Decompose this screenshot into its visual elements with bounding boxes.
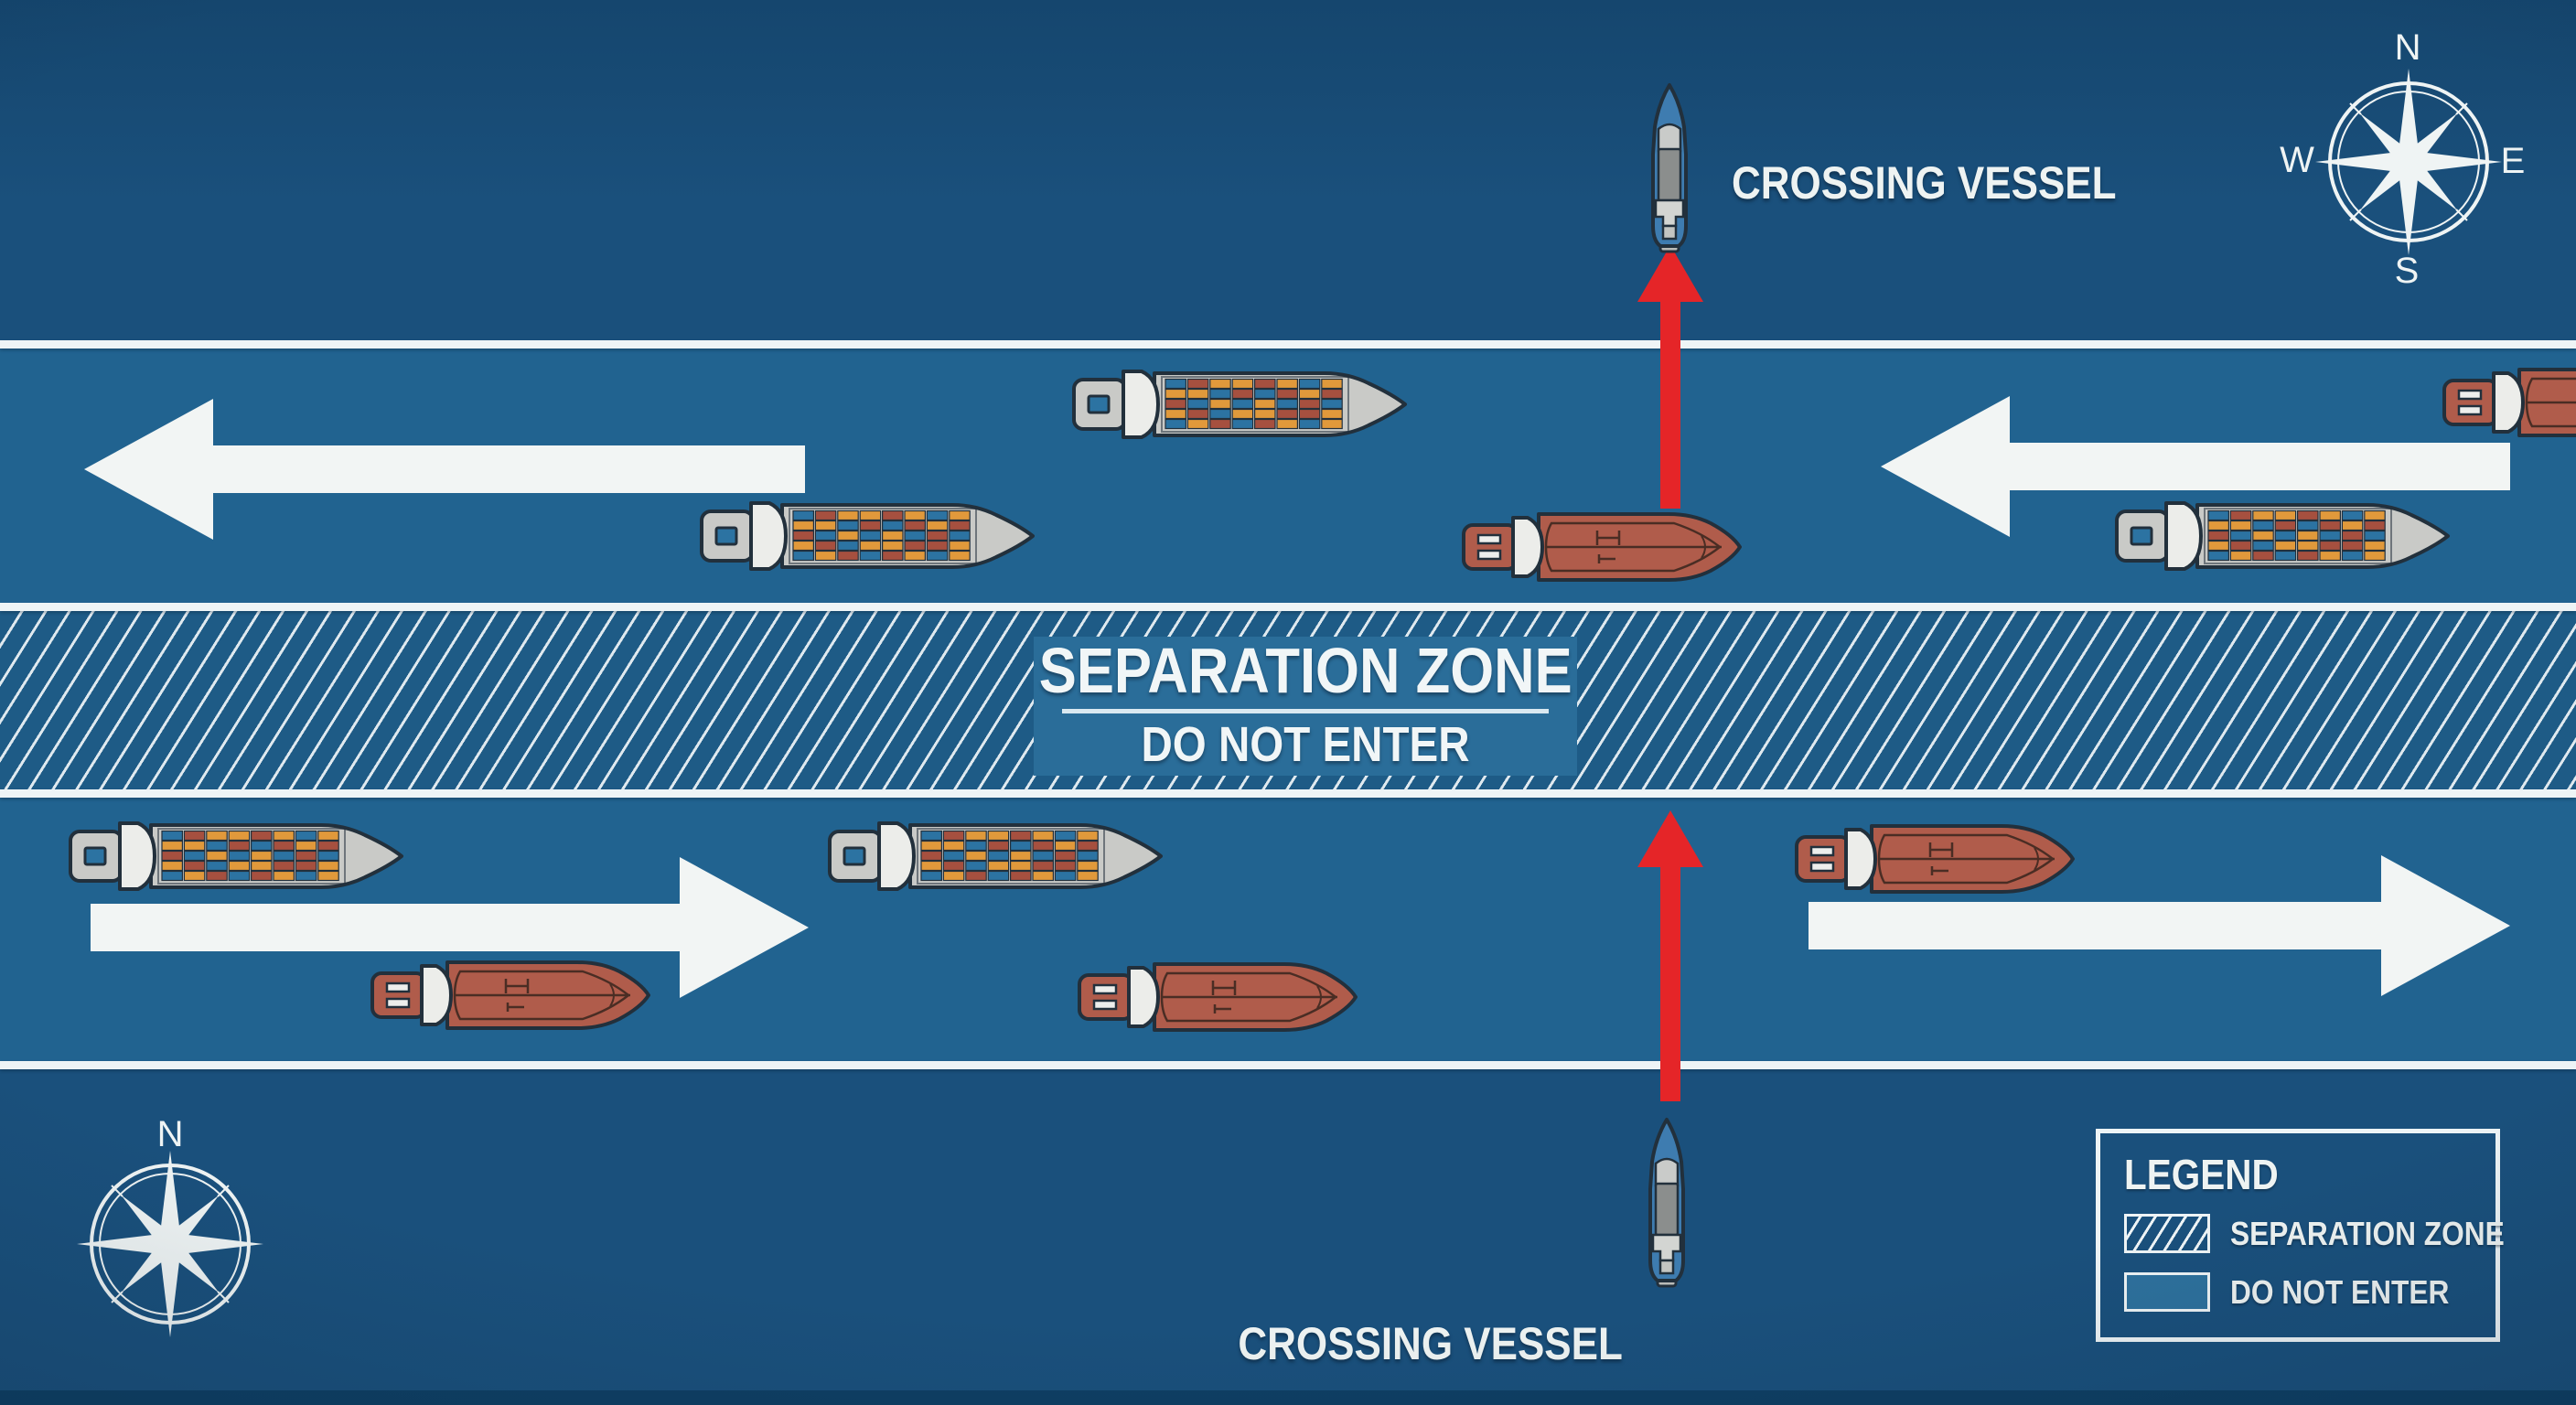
lane-boundary-line-2 — [0, 603, 2576, 611]
crossing-vessel-top-label: CROSSING VESSEL — [1732, 157, 2117, 209]
separation-zone-title: SEPARATION ZONE — [1038, 635, 1572, 706]
do-not-enter-solid-swatch-icon — [2124, 1272, 2210, 1312]
crossing-route-arrow-2 — [1637, 810, 1703, 1101]
separation-zone-hatched-swatch-icon — [2124, 1214, 2210, 1253]
vessel-ship-tanker — [1462, 512, 1742, 582]
lane-boundary-line-4 — [0, 1061, 2576, 1069]
compass-rose-icon — [2313, 67, 2504, 257]
compass-rose-icon — [75, 1149, 265, 1339]
bottom-edge-strip — [0, 1390, 2576, 1405]
vessel-ship-container — [2115, 501, 2450, 571]
vessel-ship-container — [1072, 370, 1407, 439]
lane-boundary-line-3 — [0, 789, 2576, 798]
vessel-ship-tanker — [2442, 368, 2576, 437]
compass-top-right: N E S W — [2280, 27, 2525, 291]
vessel-ship-tanker — [1078, 962, 1358, 1032]
lane-direction-arrow-left-2 — [1881, 396, 2510, 537]
vessel-ship-container — [828, 821, 1163, 891]
legend: LEGEND SEPARATION ZONE DO NOT ENTER — [2096, 1129, 2505, 1342]
compass-bottom-left: N — [75, 1114, 265, 1339]
vessel-ship-container — [700, 501, 1035, 571]
crossing-route-arrow-1 — [1637, 245, 1703, 509]
vessel-boat-crossing — [1648, 1118, 1685, 1288]
compass-label-east: E — [2501, 141, 2526, 181]
outer-water-top — [0, 0, 2576, 340]
vessel-ship-container — [69, 821, 403, 891]
legend-item-do-not-enter: DO NOT ENTER — [2124, 1271, 2496, 1313]
compass-label-north: N — [157, 1114, 184, 1154]
separation-zone-underline — [1062, 709, 1549, 713]
vessel-ship-tanker — [1795, 824, 2075, 894]
legend-item-label: DO NOT ENTER — [2230, 1272, 2450, 1311]
legend-title: LEGEND — [2124, 1151, 2279, 1198]
lane-direction-arrow-right-4 — [1809, 855, 2510, 996]
lane-direction-arrow-right-3 — [91, 857, 809, 998]
crossing-vessel-bottom-label: CROSSING VESSEL — [1238, 1318, 1623, 1369]
vessel-ship-tanker — [370, 960, 650, 1030]
legend-item-label: SEPARATION ZONE — [2230, 1214, 2505, 1252]
compass-label-north: N — [2395, 27, 2421, 68]
separation-zone-label-box: SEPARATION ZONE DO NOT ENTER — [1034, 637, 1577, 776]
separation-zone-subtitle: DO NOT ENTER — [1141, 717, 1470, 772]
legend-item-separation-zone: SEPARATION ZONE — [2124, 1213, 2505, 1254]
lane-boundary-line-1 — [0, 340, 2576, 349]
lane-direction-arrow-left-1 — [84, 399, 805, 540]
compass-label-west: W — [2280, 140, 2314, 180]
vessel-boat-crossing — [1651, 83, 1688, 253]
compass-label-south: S — [2395, 251, 2420, 291]
